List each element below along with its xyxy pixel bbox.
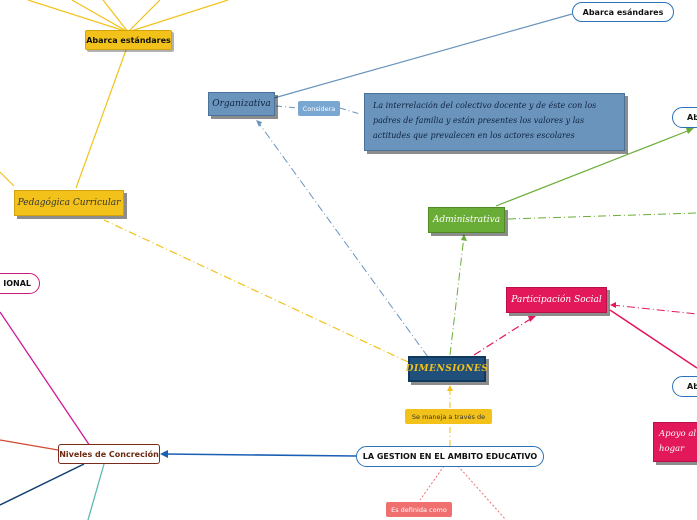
apoyo-hogar-label: Apoyo al hogar <box>659 429 697 454</box>
connector-dimensiones-participacion <box>473 317 533 356</box>
abarca-estandares-top-label: Abarca estándares <box>86 35 171 45</box>
interrelacion-description-text: La interrelación del colectivo docente y… <box>373 101 597 140</box>
se-maneja-label: Se maneja a través de <box>411 412 486 421</box>
connector-administrativa-right <box>507 212 697 220</box>
se-maneja-tag[interactable]: Se maneja a través de <box>405 409 492 424</box>
connector-organizativa-considera <box>275 105 299 109</box>
administrativa-label: Administrativa <box>432 215 501 225</box>
participacion-social-node[interactable]: Participación Social <box>506 287 607 313</box>
connector-abarca-burst-2 <box>71 0 129 33</box>
arrowhead-administrativa <box>461 234 467 241</box>
arrowhead-dimensiones <box>447 385 453 391</box>
considera-label: Considera <box>302 104 336 113</box>
connector-dimensiones-pedagogica <box>103 219 409 363</box>
connector-gestion-below <box>457 465 507 520</box>
gestion-ambito-educativo-node[interactable]: LA GESTION EN EL AMBITO EDUCATIVO <box>356 446 544 467</box>
connector-dimensiones-administrativa <box>449 235 465 356</box>
es-definida-tag[interactable]: Es definida como <box>386 502 452 517</box>
considera-tag[interactable]: Considera <box>298 101 340 116</box>
abarca-estandares-top-node[interactable]: Abarca estándares <box>85 30 172 50</box>
ional-node-fragment[interactable]: IONAL <box>0 273 40 294</box>
connector-niveles-down-left <box>0 463 85 506</box>
connector-administrativa-ab <box>495 129 691 207</box>
abarca-esandares-right-node[interactable]: Abarca esándares <box>572 2 674 22</box>
pedagogica-curricular-label: Pedagógica Curricular <box>17 198 121 208</box>
dimensiones-node[interactable]: DIMENSIONES <box>405 356 489 382</box>
connector-abarca-burst-1 <box>27 0 129 33</box>
connector-niveles-down <box>87 463 105 520</box>
connector-abarca-burst-3 <box>102 0 129 33</box>
arrowhead-niveles <box>160 450 168 458</box>
organizativa-node[interactable]: Organizativa <box>208 92 275 116</box>
interrelacion-description-node[interactable]: La interrelación del colectivo docente y… <box>364 93 625 151</box>
arrowhead-organizativa <box>256 120 262 127</box>
connector-dimensiones-organizativa <box>257 121 429 358</box>
gestion-ambito-educativo-label: LA GESTION EN EL AMBITO EDUCATIVO <box>362 452 538 461</box>
connector-participacion-right <box>611 304 697 315</box>
ab-label-top-right: Ab <box>687 113 697 122</box>
connector-organizativa-abarca <box>273 13 573 99</box>
dimensiones-label: DIMENSIONES <box>405 364 489 374</box>
connector-gestion-esdefinida <box>419 465 445 501</box>
arrowhead-participacion <box>528 316 536 322</box>
arrowhead-ab-top <box>686 128 694 134</box>
niveles-concrecion-label: Niveles de Concreción <box>59 449 159 459</box>
abarca-esandares-right-label: Abarca esándares <box>582 7 664 17</box>
participacion-social-label: Participación Social <box>511 295 602 305</box>
organizativa-label: Organizativa <box>212 99 271 109</box>
ab-node-top-right[interactable]: Ab <box>672 107 697 128</box>
connector-considera-desc <box>339 107 361 115</box>
niveles-concrecion-node[interactable]: Niveles de Concreción <box>58 444 160 464</box>
connector-pedagogica-abarca <box>75 49 127 189</box>
arrowhead-participacion-in <box>610 302 616 308</box>
ional-label: IONAL <box>3 279 31 288</box>
ab-label-bottom-right: Ab <box>687 382 697 391</box>
connector-abarca-burst-5 <box>127 0 229 33</box>
administrativa-node[interactable]: Administrativa <box>428 207 505 233</box>
pedagogica-curricular-node[interactable]: Pedagógica Curricular <box>14 190 124 216</box>
connector-abarca-burst-4 <box>127 0 161 33</box>
ab-node-bottom-right[interactable]: Ab <box>672 376 697 397</box>
connector-ional-niveles <box>0 311 91 447</box>
es-definida-label: Es definida como <box>391 505 447 514</box>
connector-gestion-niveles <box>163 453 357 457</box>
connector-pedagogica-left <box>0 171 15 187</box>
connector-participacion-down <box>609 309 697 369</box>
apoyo-hogar-node[interactable]: Apoyo al hogar <box>653 422 697 462</box>
connector-niveles-left <box>0 439 59 451</box>
